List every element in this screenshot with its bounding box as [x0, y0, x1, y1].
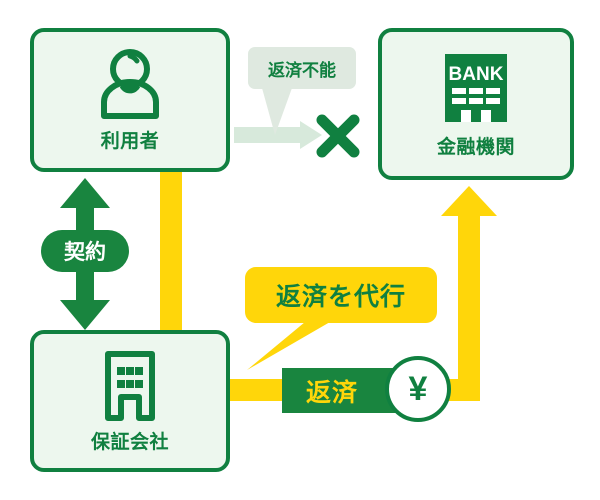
yellow-arrowhead-to-bank: [441, 186, 497, 216]
node-user-label: 利用者: [100, 130, 160, 152]
node-user[interactable]: 利用者: [30, 28, 230, 172]
cross-mark-icon: [316, 114, 360, 158]
office-building-icon: [99, 349, 161, 421]
bank-building-icon: BANK: [441, 50, 511, 126]
pale-green-blocked-arrow: [234, 121, 322, 149]
yen-symbol-text: ¥: [408, 370, 428, 408]
green-double-arrow-contract: [60, 178, 110, 330]
yellow-line-user-to-guarantor: [160, 168, 182, 336]
node-guarantor[interactable]: 保証会社: [30, 330, 230, 472]
node-bank-label: 金融機関: [436, 136, 515, 158]
node-bank[interactable]: BANK 金融機関: [378, 28, 574, 180]
label-repayment-on-behalf: 返済を代行: [245, 267, 437, 323]
node-guarantor-label: 保証会社: [90, 431, 169, 453]
label-contract: 契約: [41, 230, 129, 272]
label-repayment-impossible-text: 返済不能: [268, 60, 336, 80]
label-repayment-text: 返済: [306, 378, 359, 407]
gray-bubble-tail: [262, 88, 292, 135]
person-icon: [97, 48, 163, 120]
label-contract-text: 契約: [64, 241, 106, 264]
yellow-bubble-tail: [247, 322, 330, 370]
yellow-stub-guarantor-to-bar: [222, 379, 292, 401]
label-repayment-impossible: 返済不能: [248, 47, 356, 89]
bank-icon-text: BANK: [449, 64, 504, 85]
yen-coin-icon: ¥: [385, 356, 451, 422]
yellow-riser-to-bank: [458, 205, 480, 401]
label-repayment-on-behalf-text: 返済を代行: [275, 283, 406, 311]
